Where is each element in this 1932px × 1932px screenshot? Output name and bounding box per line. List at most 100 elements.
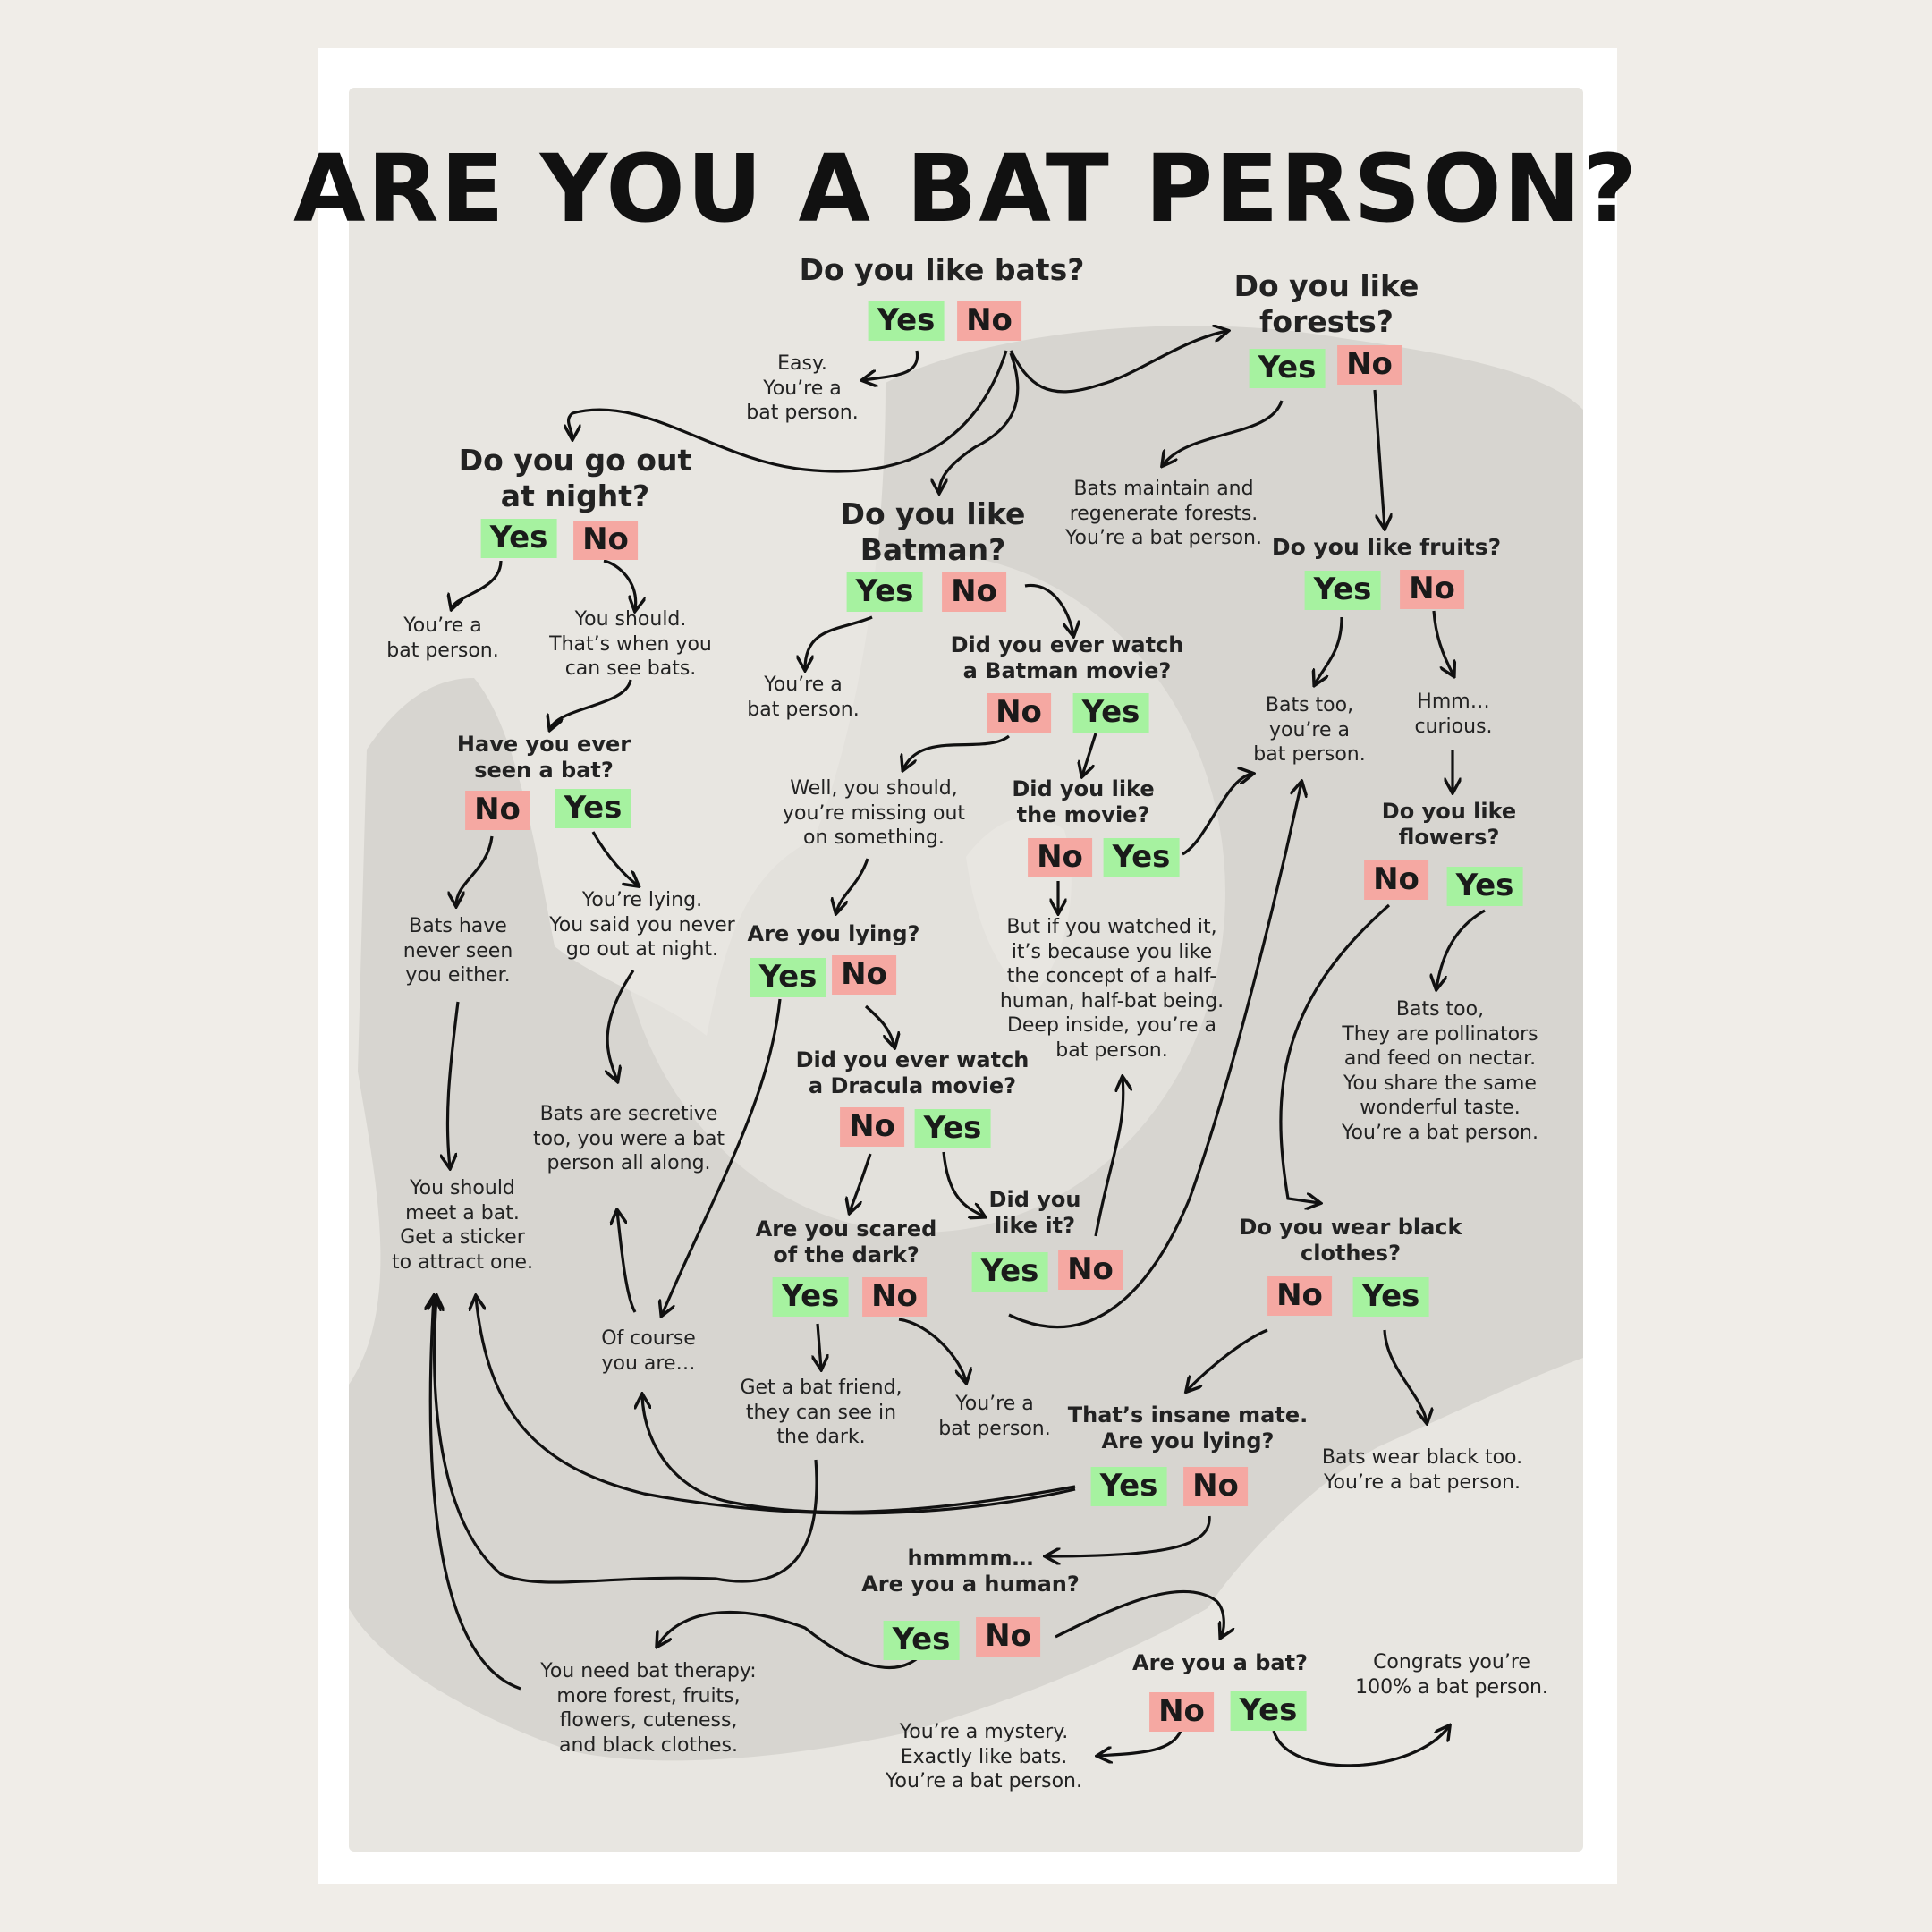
arrow-q7-yes-q8 [1082,733,1097,775]
question-did-you-like-it: Did you like it? [988,1187,1081,1238]
answer-batman-yes-bat-person: You’re a bat person. [747,674,860,721]
arrow-q5-no-a7 [1432,610,1453,675]
question-insane-are-you-lying: That’s insane mate. Are you lying? [1067,1402,1309,1453]
arrow-a19-a14 [430,1297,521,1690]
q15-yes-tag[interactable]: Yes [1090,1467,1167,1506]
q9-yes-tag[interactable]: Yes [1446,867,1523,906]
q3-yes-tag[interactable]: Yes [480,519,557,558]
question-watch-batman-movie: Did you ever watch a Batman movie? [950,632,1184,683]
arrow-q15-yes-a15 [642,1395,1076,1514]
q6-no-tag[interactable]: No [465,791,530,830]
answer-hmm-curious: Hmm… curious. [1414,691,1493,738]
q17-no-tag[interactable]: No [1149,1692,1214,1732]
arrow-a4-q6 [550,679,632,729]
answer-of-course-you-are: Of course you are… [601,1327,696,1375]
arrow-q17-no-a21 [1098,1730,1182,1756]
q2-yes-tag[interactable]: Yes [1249,349,1326,388]
arrow-a10-a13 [607,970,635,1080]
question-like-movie: Did you like the movie? [1012,776,1155,827]
arrow-q11-no-q12 [850,1153,872,1212]
answer-bats-regenerate-forests: Bats maintain and regenerate forests. Yo… [1065,478,1262,549]
arrow-q2-yes-a2 [1163,400,1284,465]
q9-no-tag[interactable]: No [1364,860,1428,900]
answer-meet-a-bat-sticker: You should meet a bat. Get a sticker to … [392,1177,533,1274]
q4-no-tag[interactable]: No [942,572,1006,612]
arrow-q4-yes-a5 [805,615,873,669]
answer-half-human-half-bat: But if you watched it, it’s because you … [999,916,1224,1062]
answer-bats-secretive: Bats are secretive too, you were a bat p… [532,1103,725,1174]
q7-no-tag[interactable]: No [987,693,1051,733]
arrow-q1-no-q4 [939,352,1020,492]
arrow-q6-yes-a10 [591,831,638,886]
question-like-batman: Do you like Batman? [840,496,1026,568]
q5-no-tag[interactable]: No [1400,570,1464,609]
question-seen-bat: Have you ever seen a bat? [456,732,631,783]
question-like-fruits: Do you like fruits? [1271,534,1502,560]
q1-no-tag[interactable]: No [957,301,1021,341]
arrow-q12-no-a17 [898,1318,966,1382]
answer-bats-wear-black: Bats wear black too. You’re a bat person… [1321,1446,1523,1494]
arrow-a8-q10 [836,858,869,912]
q16-yes-tag[interactable]: Yes [883,1621,960,1660]
arrow-q1-no-q2 [1009,331,1227,394]
q11-yes-tag[interactable]: Yes [914,1109,991,1148]
arrow-a15-a13 [617,1211,637,1313]
arrow-q14-no-q15 [1187,1328,1268,1391]
q8-yes-tag[interactable]: Yes [1103,838,1180,877]
q10-yes-tag[interactable]: Yes [750,958,826,997]
arrow-q15-no-q16 [1046,1515,1211,1556]
question-are-you-lying: Are you lying? [747,921,920,946]
answer-missing-out: Well, you should, you’re missing out on … [782,777,966,849]
arrow-q17-yes-a20 [1272,1726,1449,1767]
question-scared-of-dark: Are you scared of the dark? [755,1216,937,1267]
arrow-q5-yes-a6 [1315,616,1343,684]
q12-yes-tag[interactable]: Yes [772,1277,849,1317]
arrow-q10-no-q11 [864,1004,894,1046]
arrow-a9-a14 [447,1001,460,1167]
arrow-q1-yes-a1 [863,350,919,380]
arrow-q6-no-a9 [456,835,494,905]
q11-no-tag[interactable]: No [840,1107,904,1147]
arrow-q10-yes-a15 [662,998,782,1315]
q13-yes-tag[interactable]: Yes [971,1252,1048,1292]
q7-yes-tag[interactable]: Yes [1072,693,1149,733]
answer-bats-too-fruits: Bats too, you’re a bat person. [1253,694,1366,766]
q14-no-tag[interactable]: No [1267,1276,1332,1316]
answer-bats-never-seen-you: Bats have never seen you either. [402,915,513,987]
q3-no-tag[interactable]: No [573,521,638,560]
answer-you-should-see-bats: You should. That’s when you can see bats… [549,608,712,680]
arrow-q8-yes-a6 [1182,774,1252,856]
answer-night-yes-bat-person: You’re a bat person. [386,614,499,662]
answer-dark-no-bat-person: You’re a bat person. [938,1393,1051,1440]
arrow-q14-yes-a18 [1383,1329,1427,1422]
q1-yes-tag[interactable]: Yes [868,301,945,341]
q10-no-tag[interactable]: No [832,955,896,995]
q4-yes-tag[interactable]: Yes [846,572,923,612]
question-like-forests: Do you like forests? [1233,268,1419,340]
arrow-q3-no-a4 [603,559,636,610]
q15-no-tag[interactable]: No [1183,1467,1248,1506]
answer-congrats-100-percent: Congrats you’re 100% a bat person. [1355,1651,1548,1699]
answer-get-bat-friend: Get a bat friend, they can see in the da… [740,1377,902,1448]
question-wear-black: Do you wear black clothes? [1239,1215,1462,1266]
q2-no-tag[interactable]: No [1337,345,1402,385]
q16-no-tag[interactable]: No [976,1617,1040,1657]
q5-yes-tag[interactable]: Yes [1304,571,1381,610]
q13-no-tag[interactable]: No [1058,1250,1123,1290]
answer-pollinators-nectar: Bats too, They are pollinators and feed … [1342,998,1538,1144]
q12-no-tag[interactable]: No [862,1277,927,1317]
arrow-a11-up [1094,1078,1123,1237]
arrow-q1-no-q3 [569,350,1008,473]
answer-youre-lying-night: You’re lying. You said you never go out … [549,889,735,961]
q6-yes-tag[interactable]: Yes [555,789,631,828]
arrow-q2-no-q5 [1373,389,1385,528]
arrow-q15-yes-a14 [476,1297,1076,1515]
arrow-a16-a14 [435,1297,818,1584]
q17-yes-tag[interactable]: Yes [1230,1691,1307,1731]
q14-yes-tag[interactable]: Yes [1352,1277,1429,1317]
answer-youre-a-mystery: You’re a mystery. Exactly like bats. You… [886,1721,1082,1792]
q8-no-tag[interactable]: No [1028,838,1092,877]
answer-easy-bat-person: Easy. You’re a bat person. [746,352,859,424]
question-go-out-night: Do you go out at night? [458,443,692,514]
